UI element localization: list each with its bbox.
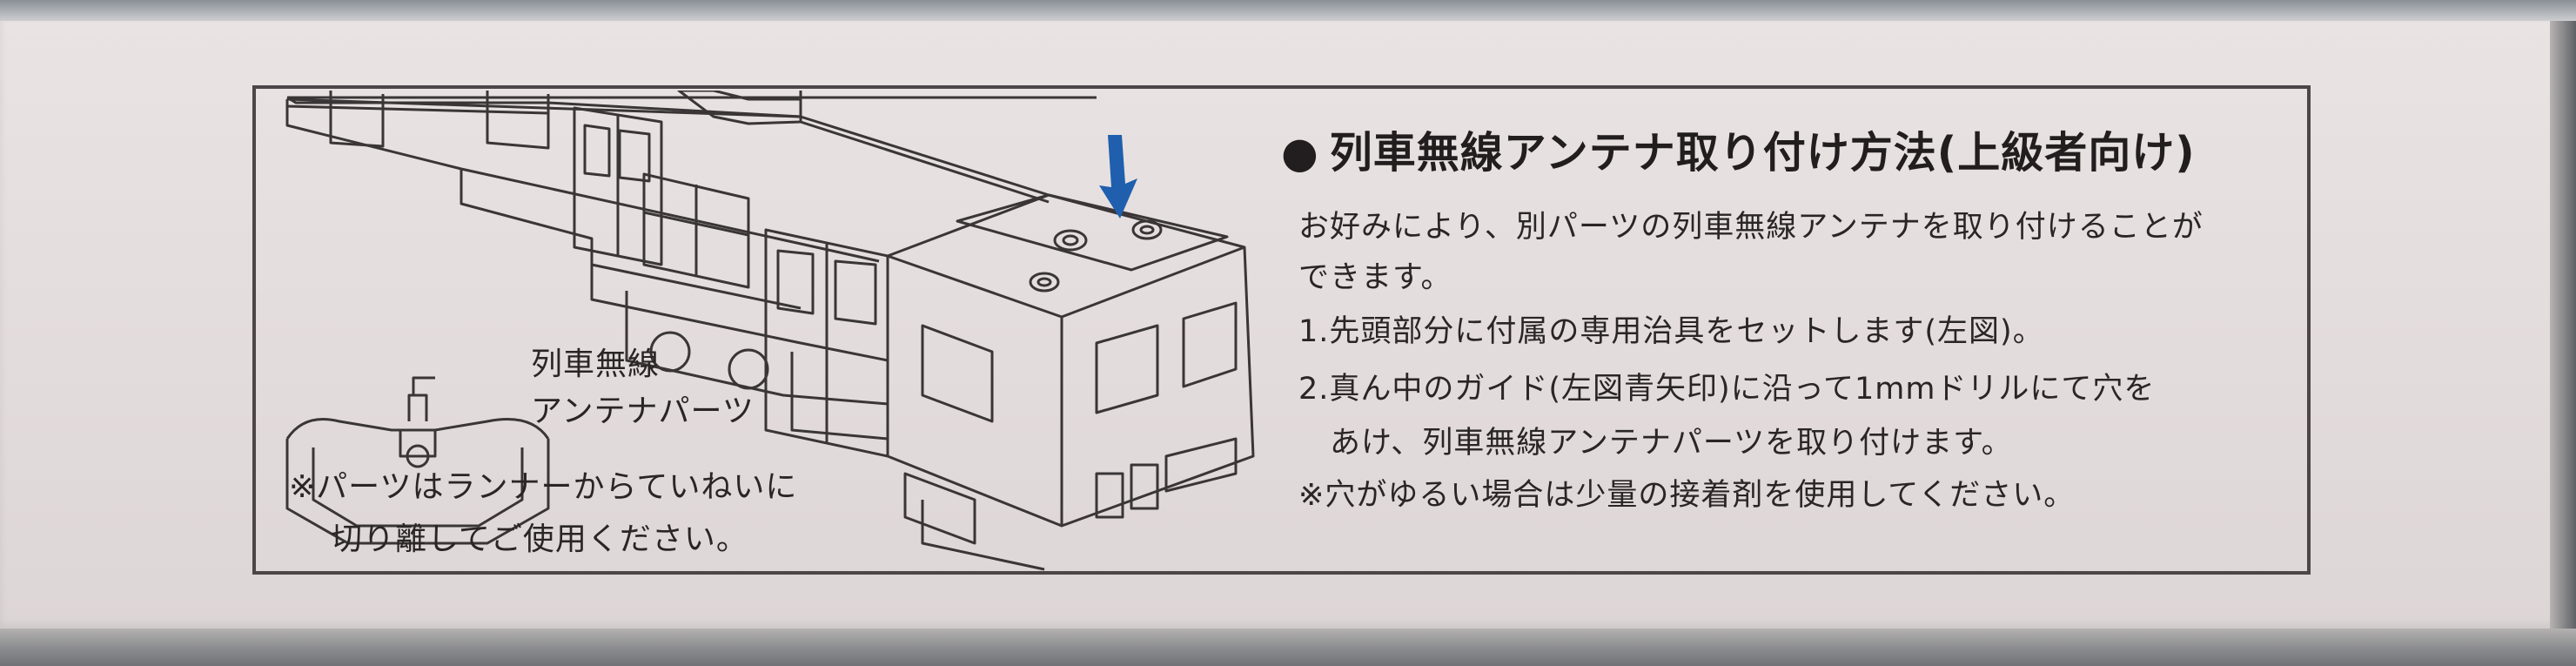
instruction-step2-line1: 2.真ん中のガイド(左図青矢印)に沿って1mmドリルにて穴を — [1298, 372, 2156, 407]
instruction-frame — [252, 85, 2311, 575]
heading-title: 列車無線アンテナ取り付け方法(上級者向け) — [1329, 128, 2196, 178]
instruction-intro-line1: お好みにより、別パーツの列車無線アンテナを取り付けることが — [1298, 210, 2204, 245]
runner-note-line2: 切り離してご使用ください。 — [331, 521, 748, 557]
box-side-panel — [0, 21, 2566, 630]
bullet-icon: ● — [1281, 128, 1319, 178]
blue-arrow-icon — [1099, 135, 1137, 219]
antenna-part-label-line1: 列車無線 — [531, 346, 661, 382]
instruction-step2-line2: あけ、列車無線アンテナパーツを取り付けます。 — [1330, 426, 2013, 461]
instruction-note: ※穴がゆるい場合は少量の接着剤を使用してください。 — [1298, 478, 2076, 513]
instruction-step1: 1.先頭部分に付属の専用治具をセットします(左図)。 — [1298, 314, 2044, 349]
runner-note-line1: ※パーツはランナーからていねいに — [289, 469, 798, 505]
antenna-part-label-line2: アンテナパーツ — [531, 394, 755, 429]
train-illustration — [285, 91, 1255, 571]
box-bottom-edge — [0, 629, 2576, 666]
instruction-intro-line2: できます。 — [1298, 260, 1452, 295]
instruction-heading: ●列車無線アンテナ取り付け方法(上級者向け) — [1281, 118, 2196, 180]
antenna-part-label: 列車無線 アンテナパーツ — [531, 341, 755, 435]
runner-note: ※パーツはランナーからていねいに 切り離してご使用ください。 — [289, 461, 797, 566]
box-top-edge — [0, 0, 2576, 24]
box-right-edge — [2550, 21, 2576, 630]
